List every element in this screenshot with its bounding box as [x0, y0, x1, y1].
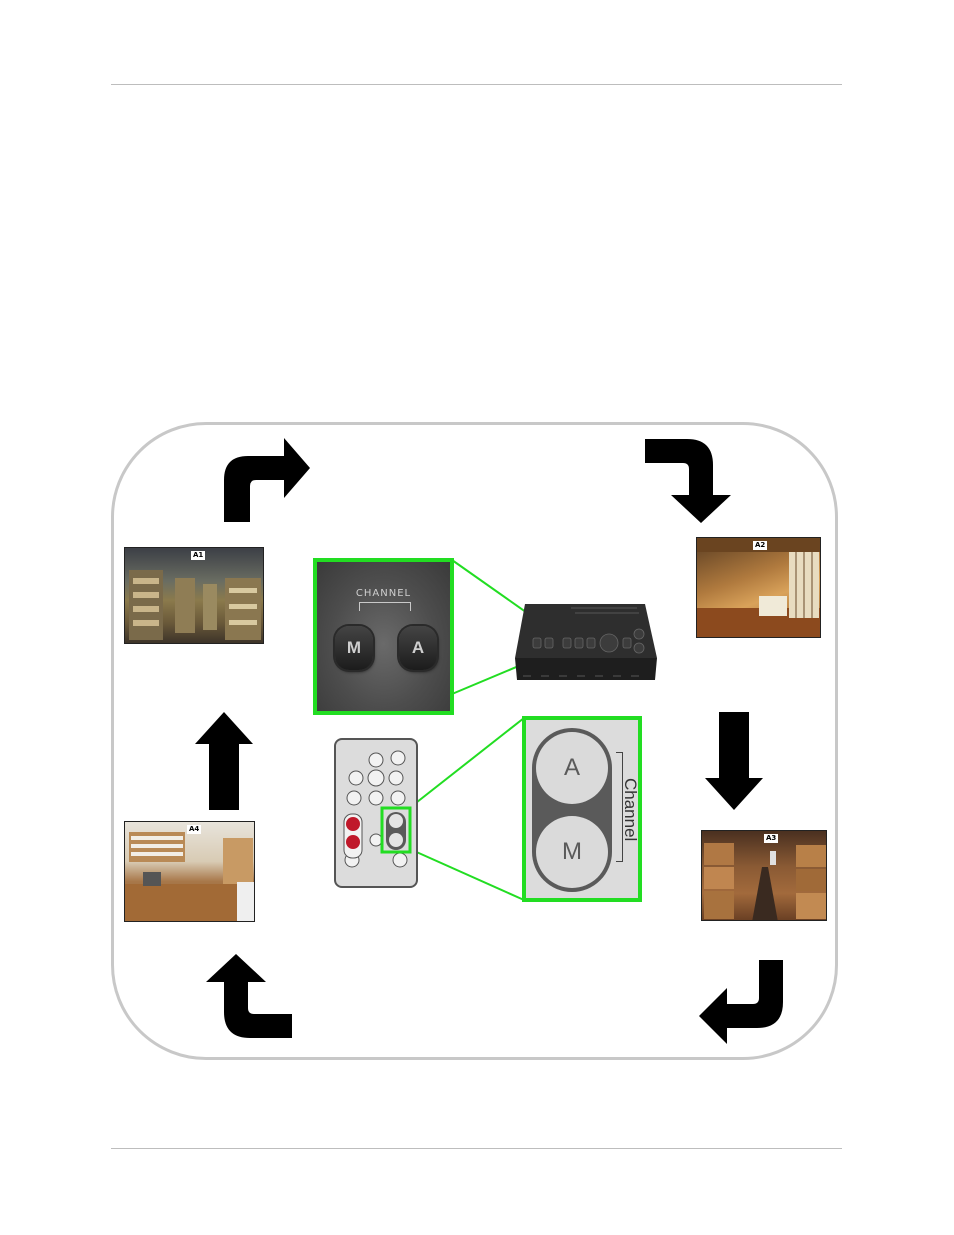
arrow-top-right-icon — [643, 437, 733, 525]
remote-control-image — [336, 740, 416, 886]
channel-buttons-closeup: CHANNEL M A — [313, 558, 454, 715]
remote-channel-label: Channel — [620, 778, 640, 841]
remote-control — [334, 738, 418, 888]
camera-badge: A1 — [191, 551, 205, 560]
room-interior-image — [697, 538, 821, 638]
camera-badge: A4 — [187, 825, 201, 834]
camera-badge: A3 — [764, 834, 778, 843]
header-rule — [111, 84, 842, 85]
camera-photo-room: A2 — [696, 537, 821, 638]
footer-rule — [111, 1148, 842, 1149]
camera-badge: A2 — [753, 541, 767, 550]
arrow-top-left-icon — [218, 436, 314, 524]
remote-channel-closeup: A M Channel — [522, 716, 642, 902]
arrow-bottom-right-icon — [697, 958, 787, 1046]
camera-photo-warehouse: A1 — [124, 547, 264, 644]
camera-photo-office: A4 — [124, 821, 255, 922]
remote-channel-a-button[interactable]: A — [536, 732, 608, 804]
arrow-bottom-left-icon — [204, 952, 294, 1040]
dvr-recorder-image — [511, 586, 661, 686]
camera-photo-boxes: A3 — [701, 830, 827, 921]
channel-a-button[interactable]: A — [399, 626, 437, 670]
arrow-right-down-icon — [705, 712, 763, 812]
channel-bracket — [359, 602, 411, 611]
channel-button-pill: A M — [532, 728, 612, 892]
channel-label: CHANNEL — [317, 588, 450, 599]
arrow-left-up-icon — [195, 712, 253, 812]
channel-m-button[interactable]: M — [335, 626, 373, 670]
office-counter-image — [125, 822, 255, 922]
stacked-boxes-image — [702, 831, 827, 921]
warehouse-shelves-image — [125, 548, 264, 644]
remote-channel-m-button[interactable]: M — [536, 816, 608, 888]
